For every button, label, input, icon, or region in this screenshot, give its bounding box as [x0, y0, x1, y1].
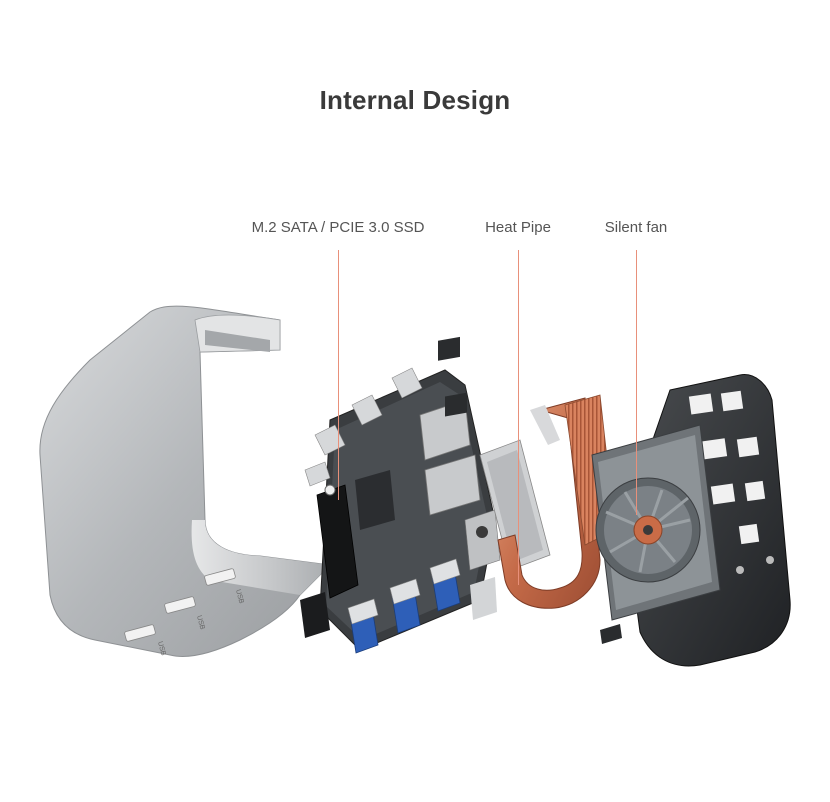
callout-heat-pipe-leader-line [518, 250, 519, 585]
usb-port-label-3: USB [156, 641, 167, 657]
page-title: Internal Design [319, 85, 511, 115]
aluminum-shell [39, 305, 332, 658]
callout-silent-fan-label: Silent fan [604, 219, 668, 236]
motherboard [300, 336, 501, 654]
silent-fan-assembly [591, 374, 791, 667]
callout-heat-pipe-label: Heat Pipe [485, 219, 551, 236]
callout-ssd-leader-line [338, 250, 339, 500]
heat-pipe-assembly [479, 394, 616, 609]
usb-port-label-2: USB [195, 615, 206, 631]
callout-silent-fan-leader-line [636, 250, 637, 515]
usb-port-label-1: USB [234, 589, 245, 605]
callout-ssd-label: M.2 SATA / PCIE 3.0 SSD [251, 219, 425, 236]
